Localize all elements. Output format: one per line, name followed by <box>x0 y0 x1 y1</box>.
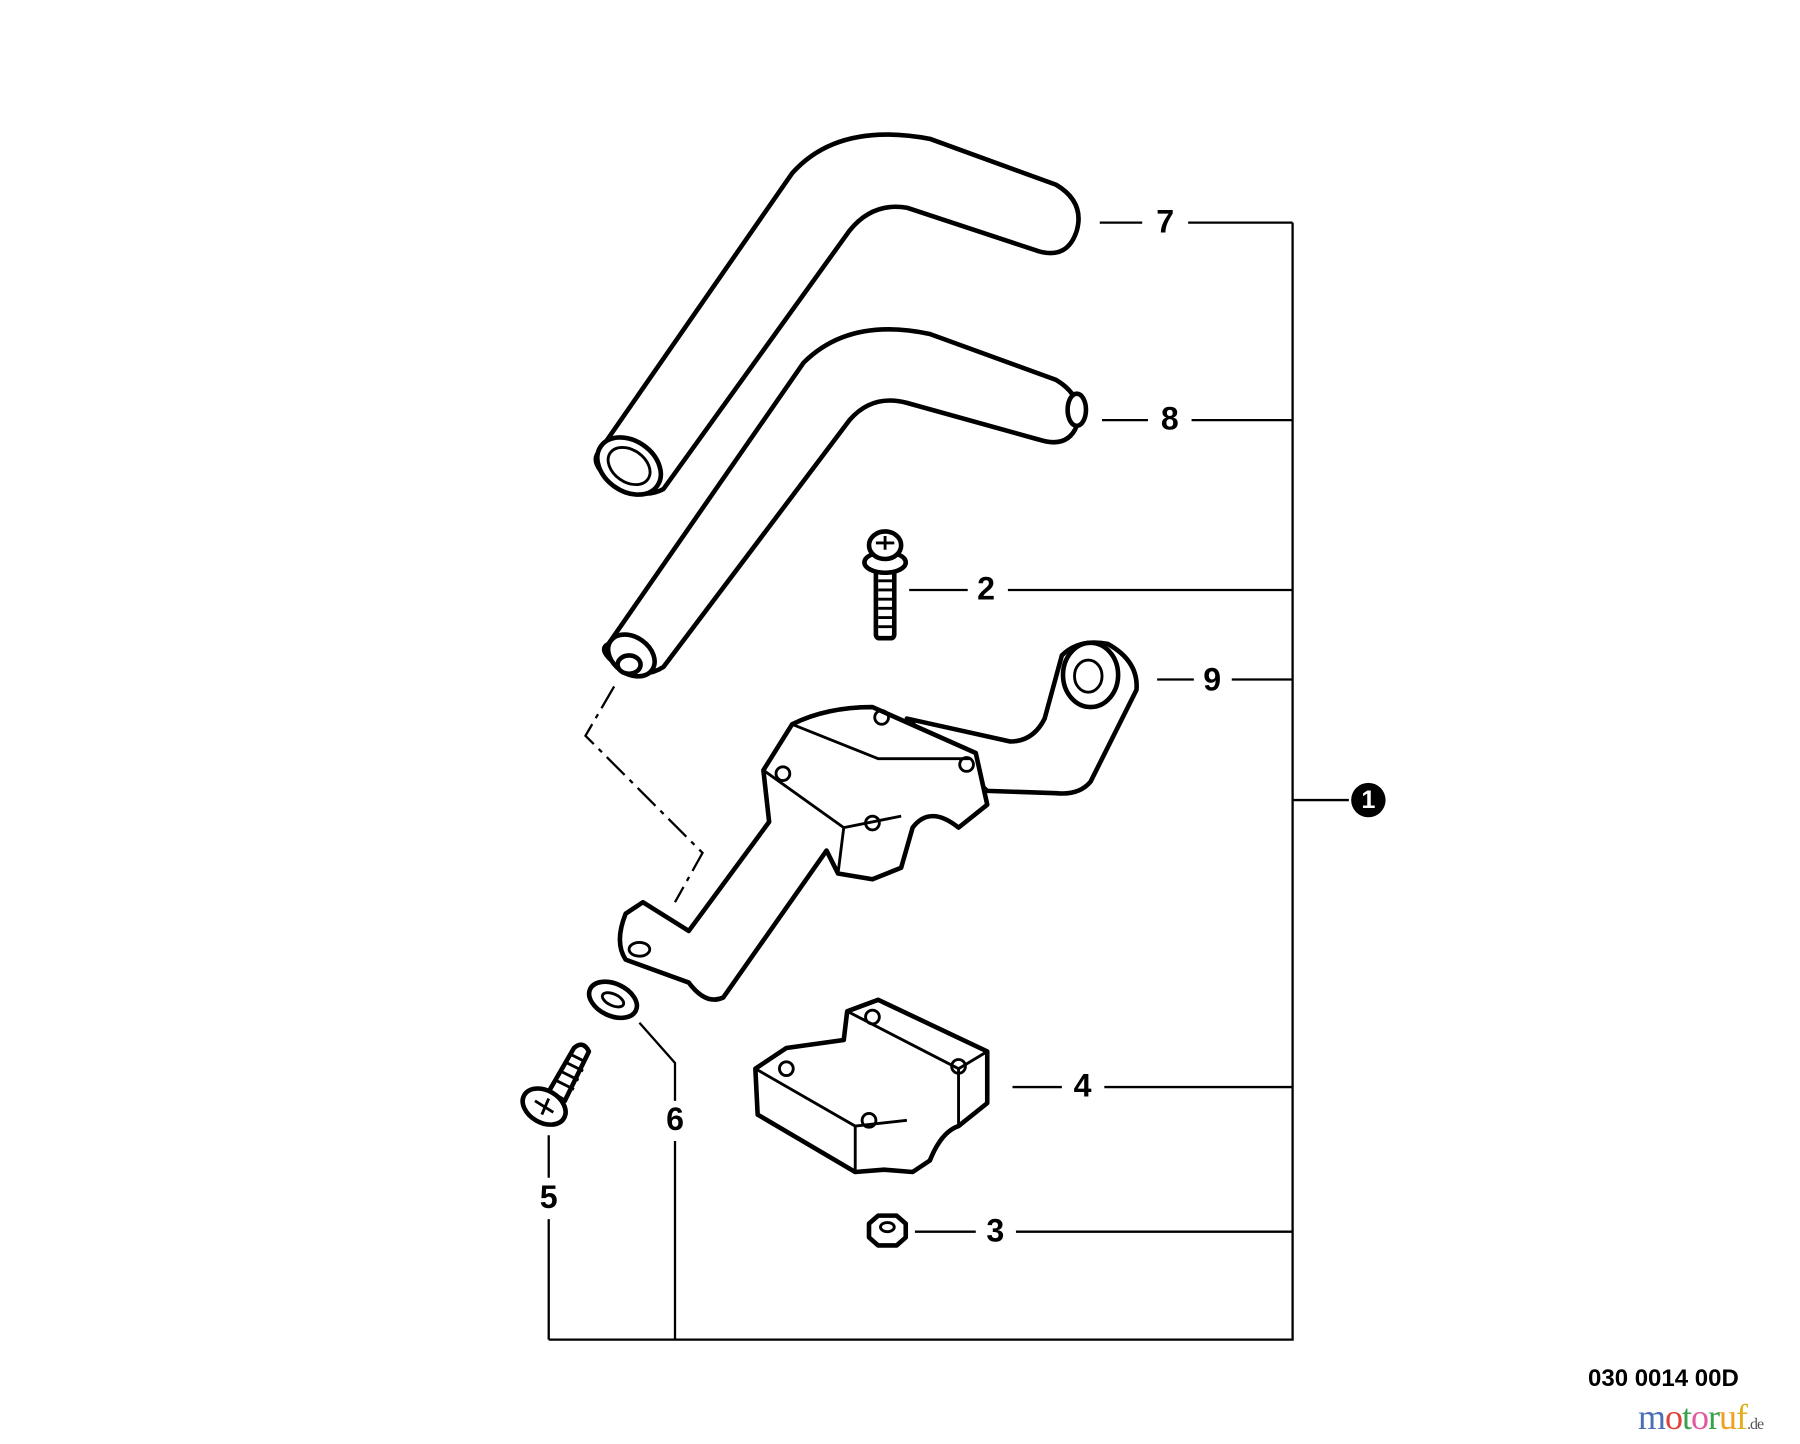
part-2-screw <box>862 529 909 641</box>
callout-1-badge <box>1351 782 1386 818</box>
part-6-washer <box>586 979 640 1021</box>
part-4-clamp <box>753 997 990 1175</box>
part-9-bracket <box>617 640 1139 1002</box>
assembly-dash-line <box>584 685 704 903</box>
leader-lines <box>547 221 1349 1341</box>
callout-3: 3 <box>986 1212 1004 1248</box>
callout-7: 7 <box>1156 203 1174 239</box>
part-5-screw <box>520 1042 592 1127</box>
callout-8: 8 <box>1161 401 1179 437</box>
part-7-grip <box>593 132 1081 497</box>
callout-1: 1 <box>1361 786 1375 814</box>
part-3-nut <box>866 1213 909 1248</box>
callout-5: 5 <box>540 1179 558 1215</box>
drawing-code: 030 0014 00D <box>1588 1365 1739 1392</box>
watermark-logo: motoruf.de <box>1638 1397 1764 1437</box>
callout-9: 9 <box>1203 661 1221 697</box>
callout-6: 6 <box>666 1101 684 1137</box>
callout-2: 2 <box>977 571 995 607</box>
part-8-grip <box>601 327 1089 679</box>
callout-4: 4 <box>1074 1068 1092 1104</box>
